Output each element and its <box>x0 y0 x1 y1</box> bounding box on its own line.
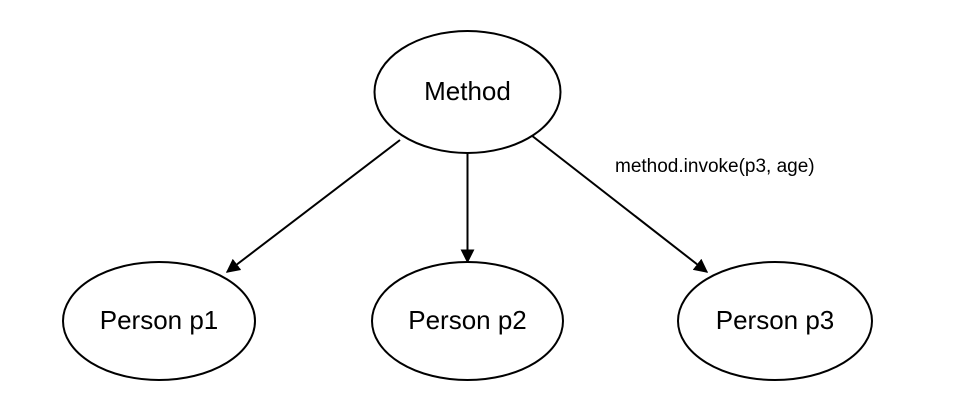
node-person-p3[interactable]: Person p3 <box>677 261 873 381</box>
edge-method-to-p1 <box>225 139 401 273</box>
edge-line-method-to-p3 <box>530 134 709 273</box>
node-label-person-p1: Person p1 <box>100 305 219 335</box>
node-label-person-p3: Person p3 <box>716 305 835 335</box>
edge-line-method-to-p1 <box>225 139 401 273</box>
edge-method-to-p3: method.invoke(p3, age) <box>530 134 815 273</box>
node-shape-person-p2[interactable] <box>371 261 564 381</box>
node-shape-person-p1[interactable] <box>62 261 256 381</box>
node-label-person-p2: Person p2 <box>408 305 527 335</box>
node-shape-method[interactable] <box>373 30 562 154</box>
node-person-p2[interactable]: Person p2 <box>371 261 564 381</box>
node-method[interactable]: Method <box>373 30 562 154</box>
node-shape-person-p3[interactable] <box>677 261 873 381</box>
node-label-method: Method <box>424 76 511 106</box>
node-person-p1[interactable]: Person p1 <box>62 261 256 381</box>
edge-label-method-invoke: method.invoke(p3, age) <box>615 156 815 177</box>
